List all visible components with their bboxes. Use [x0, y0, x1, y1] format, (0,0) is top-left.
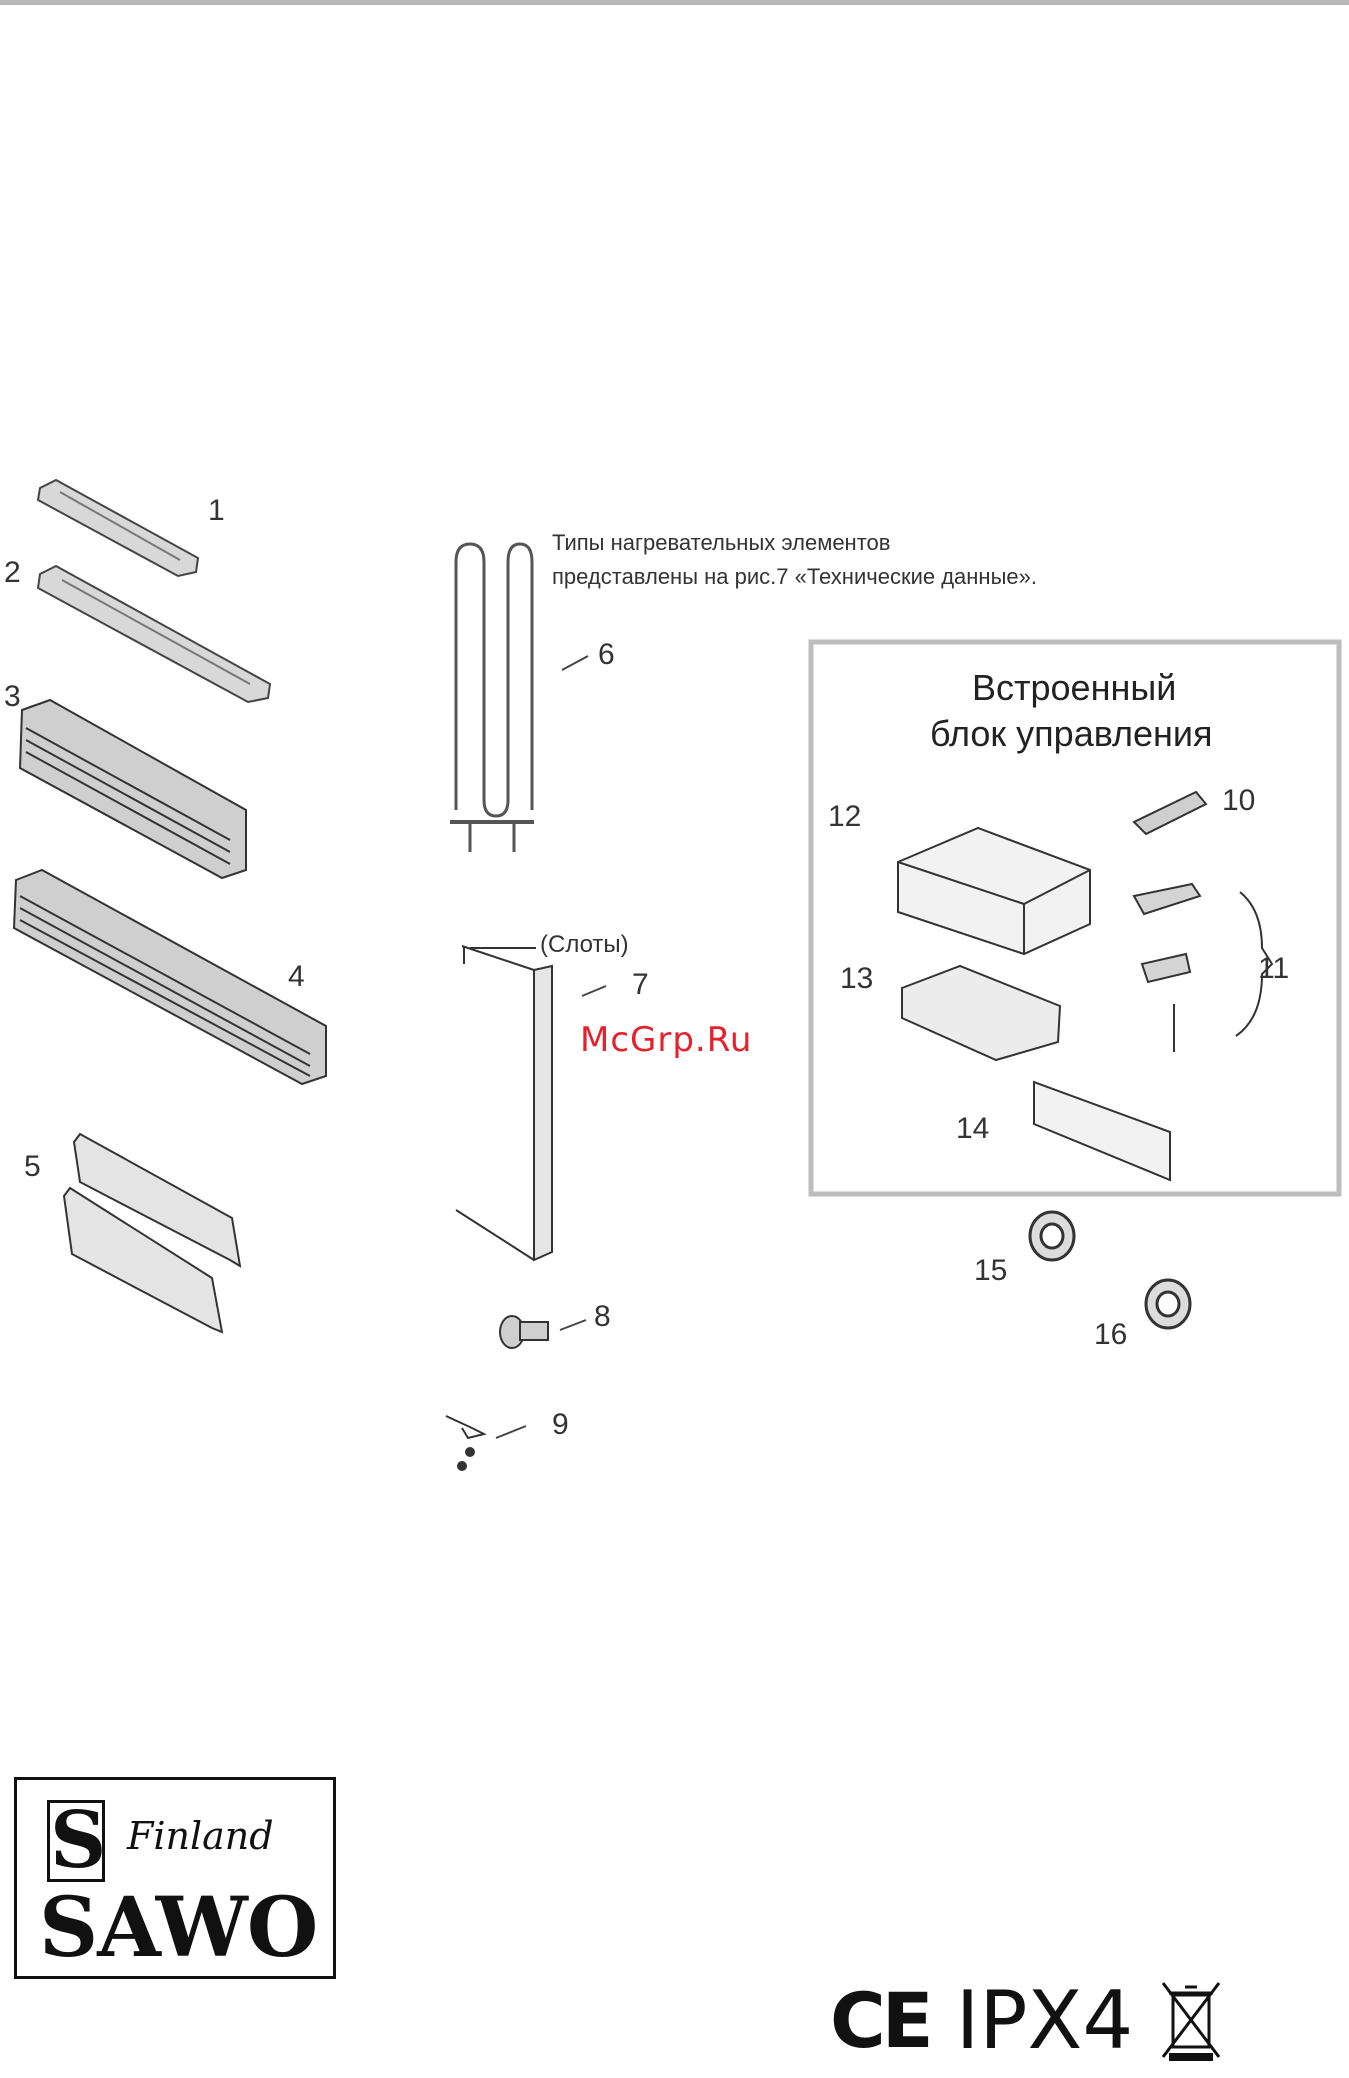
part-number-8: 8	[594, 1300, 611, 1333]
ip-rating: IPX4	[956, 1974, 1134, 2067]
part-13-circuit-board	[902, 966, 1060, 1060]
part-4-long-grille	[14, 870, 326, 1084]
part-6-heating-element	[450, 544, 534, 852]
part-16-knob	[1146, 1280, 1190, 1328]
part-number-4: 4	[288, 960, 305, 993]
leader-line-7	[582, 986, 606, 996]
weee-crossed-bin-icon	[1159, 1977, 1223, 2063]
part-10-terminal-block	[1134, 792, 1206, 834]
leader-line-6	[562, 656, 588, 670]
part-9-clip	[446, 1416, 484, 1470]
part-number-13: 13	[840, 962, 873, 995]
top-rule	[0, 0, 1349, 5]
part-number-2: 2	[4, 556, 21, 589]
watermark: McGrp.Ru	[580, 1020, 752, 1060]
part-number-9: 9	[552, 1408, 569, 1441]
leader-line-8	[560, 1320, 586, 1330]
logo-country: Finland	[127, 1814, 274, 1858]
part-8-bolt	[500, 1316, 548, 1348]
part-number-15: 15	[974, 1254, 1007, 1287]
note-line-2: представлены на рис.7 «Технические данны…	[552, 564, 1037, 589]
part-number-10: 10	[1222, 784, 1255, 817]
logo-monogram: S	[47, 1800, 105, 1882]
part-2-long-bar	[38, 566, 270, 702]
part-14-front-panel	[1034, 1082, 1170, 1180]
control-box-title-2: блок управления	[930, 713, 1213, 754]
part-number-11: 11	[1258, 952, 1289, 985]
part-number-7: 7	[632, 968, 649, 1001]
ce-mark: CE	[830, 1976, 930, 2065]
note-line-1: Типы нагревательных элементов	[552, 530, 890, 555]
leader-line-9	[496, 1426, 526, 1438]
part-7-mounting-rail	[456, 946, 552, 1260]
part-number-1: 1	[208, 494, 225, 527]
certification-marks: CE IPX4	[830, 1975, 1223, 2065]
part-number-6: 6	[598, 638, 615, 671]
part-3-short-grille	[20, 700, 246, 878]
part-5-side-plates	[64, 1134, 240, 1332]
part-1-short-bar	[38, 480, 198, 576]
part-11-fasteners	[1134, 884, 1272, 1052]
control-box-title-1: Встроенный	[972, 667, 1176, 708]
part-15-knob	[1030, 1212, 1074, 1260]
sawo-logo: S Finland SAWO	[14, 1777, 336, 1979]
part-number-12: 12	[828, 800, 861, 833]
part-number-5: 5	[24, 1150, 41, 1183]
slots-label: (Слоты)	[540, 931, 629, 958]
part-number-14: 14	[956, 1112, 989, 1145]
part-number-3: 3	[4, 680, 21, 713]
logo-brand: SAWO	[39, 1880, 317, 1976]
part-12-housing	[898, 828, 1090, 954]
part-number-16: 16	[1094, 1318, 1127, 1351]
exploded-parts-diagram: 1 2 3 4 5 6 Типы нагревательных элементо…	[0, 470, 1349, 1490]
